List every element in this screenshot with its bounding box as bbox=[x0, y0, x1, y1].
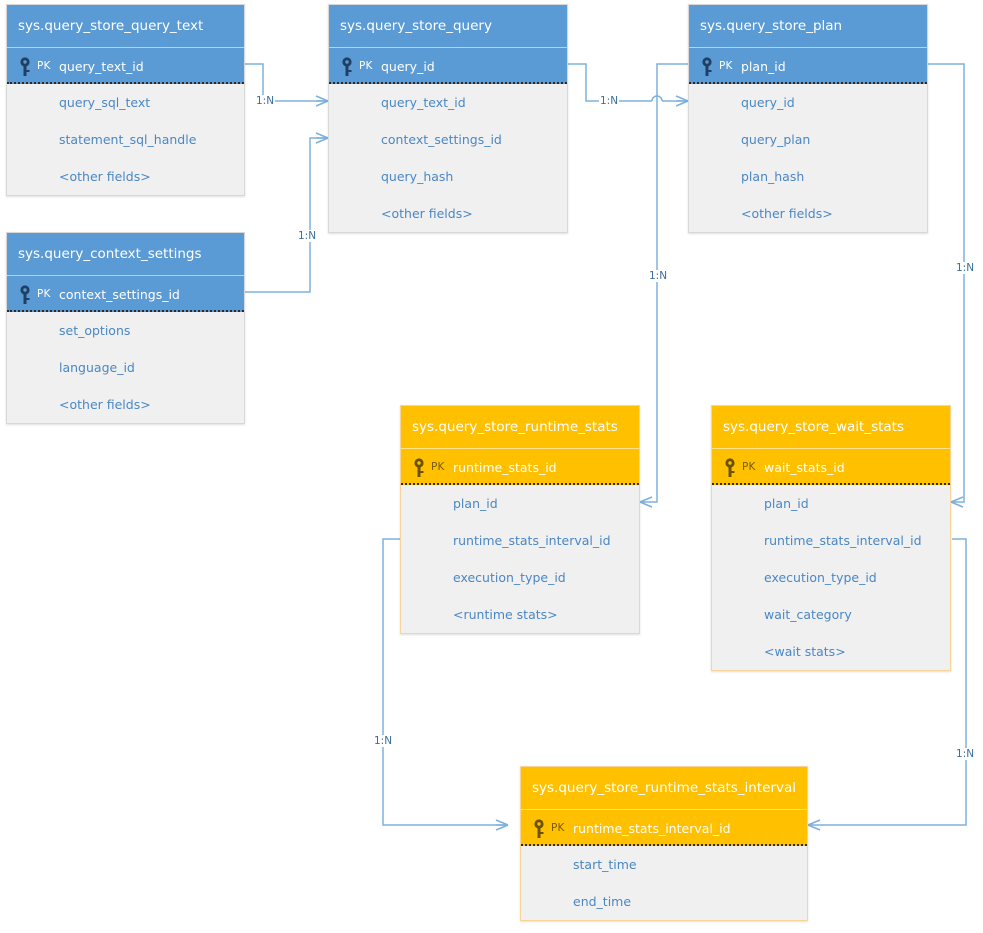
entity-title: sys.query_store_plan bbox=[689, 5, 927, 47]
key-icon bbox=[414, 458, 424, 477]
primary-key-row[interactable]: PK query_text_id bbox=[7, 47, 244, 84]
entity-title: sys.query_store_query_text bbox=[7, 5, 244, 47]
key-icon bbox=[342, 57, 352, 76]
key-icon bbox=[725, 458, 735, 477]
primary-key-row[interactable]: PK context_settings_id bbox=[7, 275, 244, 312]
field-row[interactable]: context_settings_id bbox=[381, 132, 502, 147]
pk-field-name: query_text_id bbox=[59, 59, 144, 74]
key-icon bbox=[20, 57, 30, 76]
wire-context_settings-to-query bbox=[245, 137, 328, 293]
field-row[interactable]: plan_hash bbox=[741, 169, 805, 184]
field-row[interactable]: query_sql_text bbox=[59, 95, 151, 110]
cardinality-label-plan-runtime_stats: 1:N bbox=[648, 270, 669, 282]
field-row[interactable]: set_options bbox=[59, 323, 131, 338]
cardinality-label-plan-wait_stats: 1:N bbox=[955, 262, 976, 274]
pk-field-name: runtime_stats_interval_id bbox=[573, 821, 731, 836]
pk-label: PK bbox=[742, 461, 756, 473]
field-row[interactable]: <other fields> bbox=[59, 169, 151, 184]
field-row[interactable]: language_id bbox=[59, 360, 135, 375]
pk-field-name: plan_id bbox=[741, 59, 786, 74]
primary-key-row[interactable]: PK runtime_stats_interval_id bbox=[521, 809, 807, 846]
pk-label: PK bbox=[431, 461, 445, 473]
cardinality-label-query-plan: 1:N bbox=[599, 95, 620, 107]
field-row[interactable]: runtime_stats_interval_id bbox=[764, 533, 922, 548]
field-row[interactable]: <runtime stats> bbox=[453, 607, 558, 622]
cardinality-label-interval-wait_stats: 1:N bbox=[955, 748, 976, 760]
pk-field-name: wait_stats_id bbox=[764, 460, 845, 475]
entity-query-store-plan[interactable]: sys.query_store_plan PK plan_id query_id… bbox=[688, 4, 928, 233]
primary-key-row[interactable]: PK runtime_stats_id bbox=[401, 448, 639, 485]
primary-key-row[interactable]: PK plan_id bbox=[689, 47, 927, 84]
cardinality-label-query_text-query: 1:N bbox=[255, 95, 276, 107]
wire-plan-to-runtime_stats bbox=[652, 63, 688, 503]
entity-title: sys.query_store_query bbox=[329, 5, 567, 47]
entity-title: sys.query_context_settings bbox=[7, 233, 244, 275]
field-row[interactable]: query_text_id bbox=[381, 95, 466, 110]
pk-label: PK bbox=[37, 60, 51, 72]
wire-hop-arc bbox=[651, 95, 663, 102]
field-row[interactable]: <wait stats> bbox=[764, 644, 846, 659]
field-row[interactable]: plan_id bbox=[764, 496, 809, 511]
field-list: query_id query_plan plan_hash <other fie… bbox=[689, 84, 927, 232]
pk-label: PK bbox=[37, 288, 51, 300]
cardinality-label-interval-runtime_stats: 1:N bbox=[373, 735, 394, 747]
pk-label: PK bbox=[551, 822, 565, 834]
entity-title: sys.query_store_runtime_stats_interval bbox=[521, 767, 807, 809]
field-row[interactable]: execution_type_id bbox=[453, 570, 566, 585]
primary-key-row[interactable]: PK query_id bbox=[329, 47, 567, 84]
entity-query-store-query-text[interactable]: sys.query_store_query_text PK query_text… bbox=[6, 4, 245, 196]
primary-key-row[interactable]: PK wait_stats_id bbox=[712, 448, 950, 485]
field-row[interactable]: <other fields> bbox=[381, 206, 473, 221]
entity-query-store-wait-stats[interactable]: sys.query_store_wait_stats PK wait_stats… bbox=[711, 405, 951, 671]
field-row[interactable]: statement_sql_handle bbox=[59, 132, 197, 147]
field-row[interactable]: execution_type_id bbox=[764, 570, 877, 585]
field-list: plan_id runtime_stats_interval_id execut… bbox=[401, 485, 639, 633]
field-row[interactable]: runtime_stats_interval_id bbox=[453, 533, 611, 548]
key-icon bbox=[702, 57, 712, 76]
field-list: plan_id runtime_stats_interval_id execut… bbox=[712, 485, 950, 670]
pk-field-name: context_settings_id bbox=[59, 287, 180, 302]
entity-query-store-runtime-stats[interactable]: sys.query_store_runtime_stats PK runtime… bbox=[400, 405, 640, 634]
key-icon bbox=[20, 285, 30, 304]
field-list: query_sql_text statement_sql_handle <oth… bbox=[7, 84, 244, 195]
pk-label: PK bbox=[359, 60, 373, 72]
field-row[interactable]: wait_category bbox=[764, 607, 852, 622]
field-row[interactable]: end_time bbox=[573, 894, 632, 909]
cardinality-label-context_settings-query: 1:N bbox=[297, 230, 318, 242]
pk-label: PK bbox=[719, 60, 733, 72]
field-list: query_text_id context_settings_id query_… bbox=[329, 84, 567, 232]
field-list: start_time end_time bbox=[521, 846, 807, 920]
field-row[interactable]: <other fields> bbox=[741, 206, 833, 221]
key-icon bbox=[534, 819, 544, 838]
pk-field-name: runtime_stats_id bbox=[453, 460, 557, 475]
pk-field-name: query_id bbox=[381, 59, 435, 74]
field-row[interactable]: start_time bbox=[573, 857, 637, 872]
field-row[interactable]: plan_id bbox=[453, 496, 498, 511]
entity-title: sys.query_store_runtime_stats bbox=[401, 406, 639, 448]
entity-query-store-runtime-stats-interval[interactable]: sys.query_store_runtime_stats_interval P… bbox=[520, 766, 808, 921]
entity-query-context-settings[interactable]: sys.query_context_settings PK context_se… bbox=[6, 232, 245, 424]
field-row[interactable]: query_plan bbox=[741, 132, 811, 147]
entity-query-store-query[interactable]: sys.query_store_query PK query_id query_… bbox=[328, 4, 568, 233]
field-row[interactable]: query_id bbox=[741, 95, 795, 110]
field-row[interactable]: <other fields> bbox=[59, 397, 151, 412]
field-row[interactable]: query_hash bbox=[381, 169, 454, 184]
entity-title: sys.query_store_wait_stats bbox=[712, 406, 950, 448]
field-list: set_options language_id <other fields> bbox=[7, 312, 244, 423]
